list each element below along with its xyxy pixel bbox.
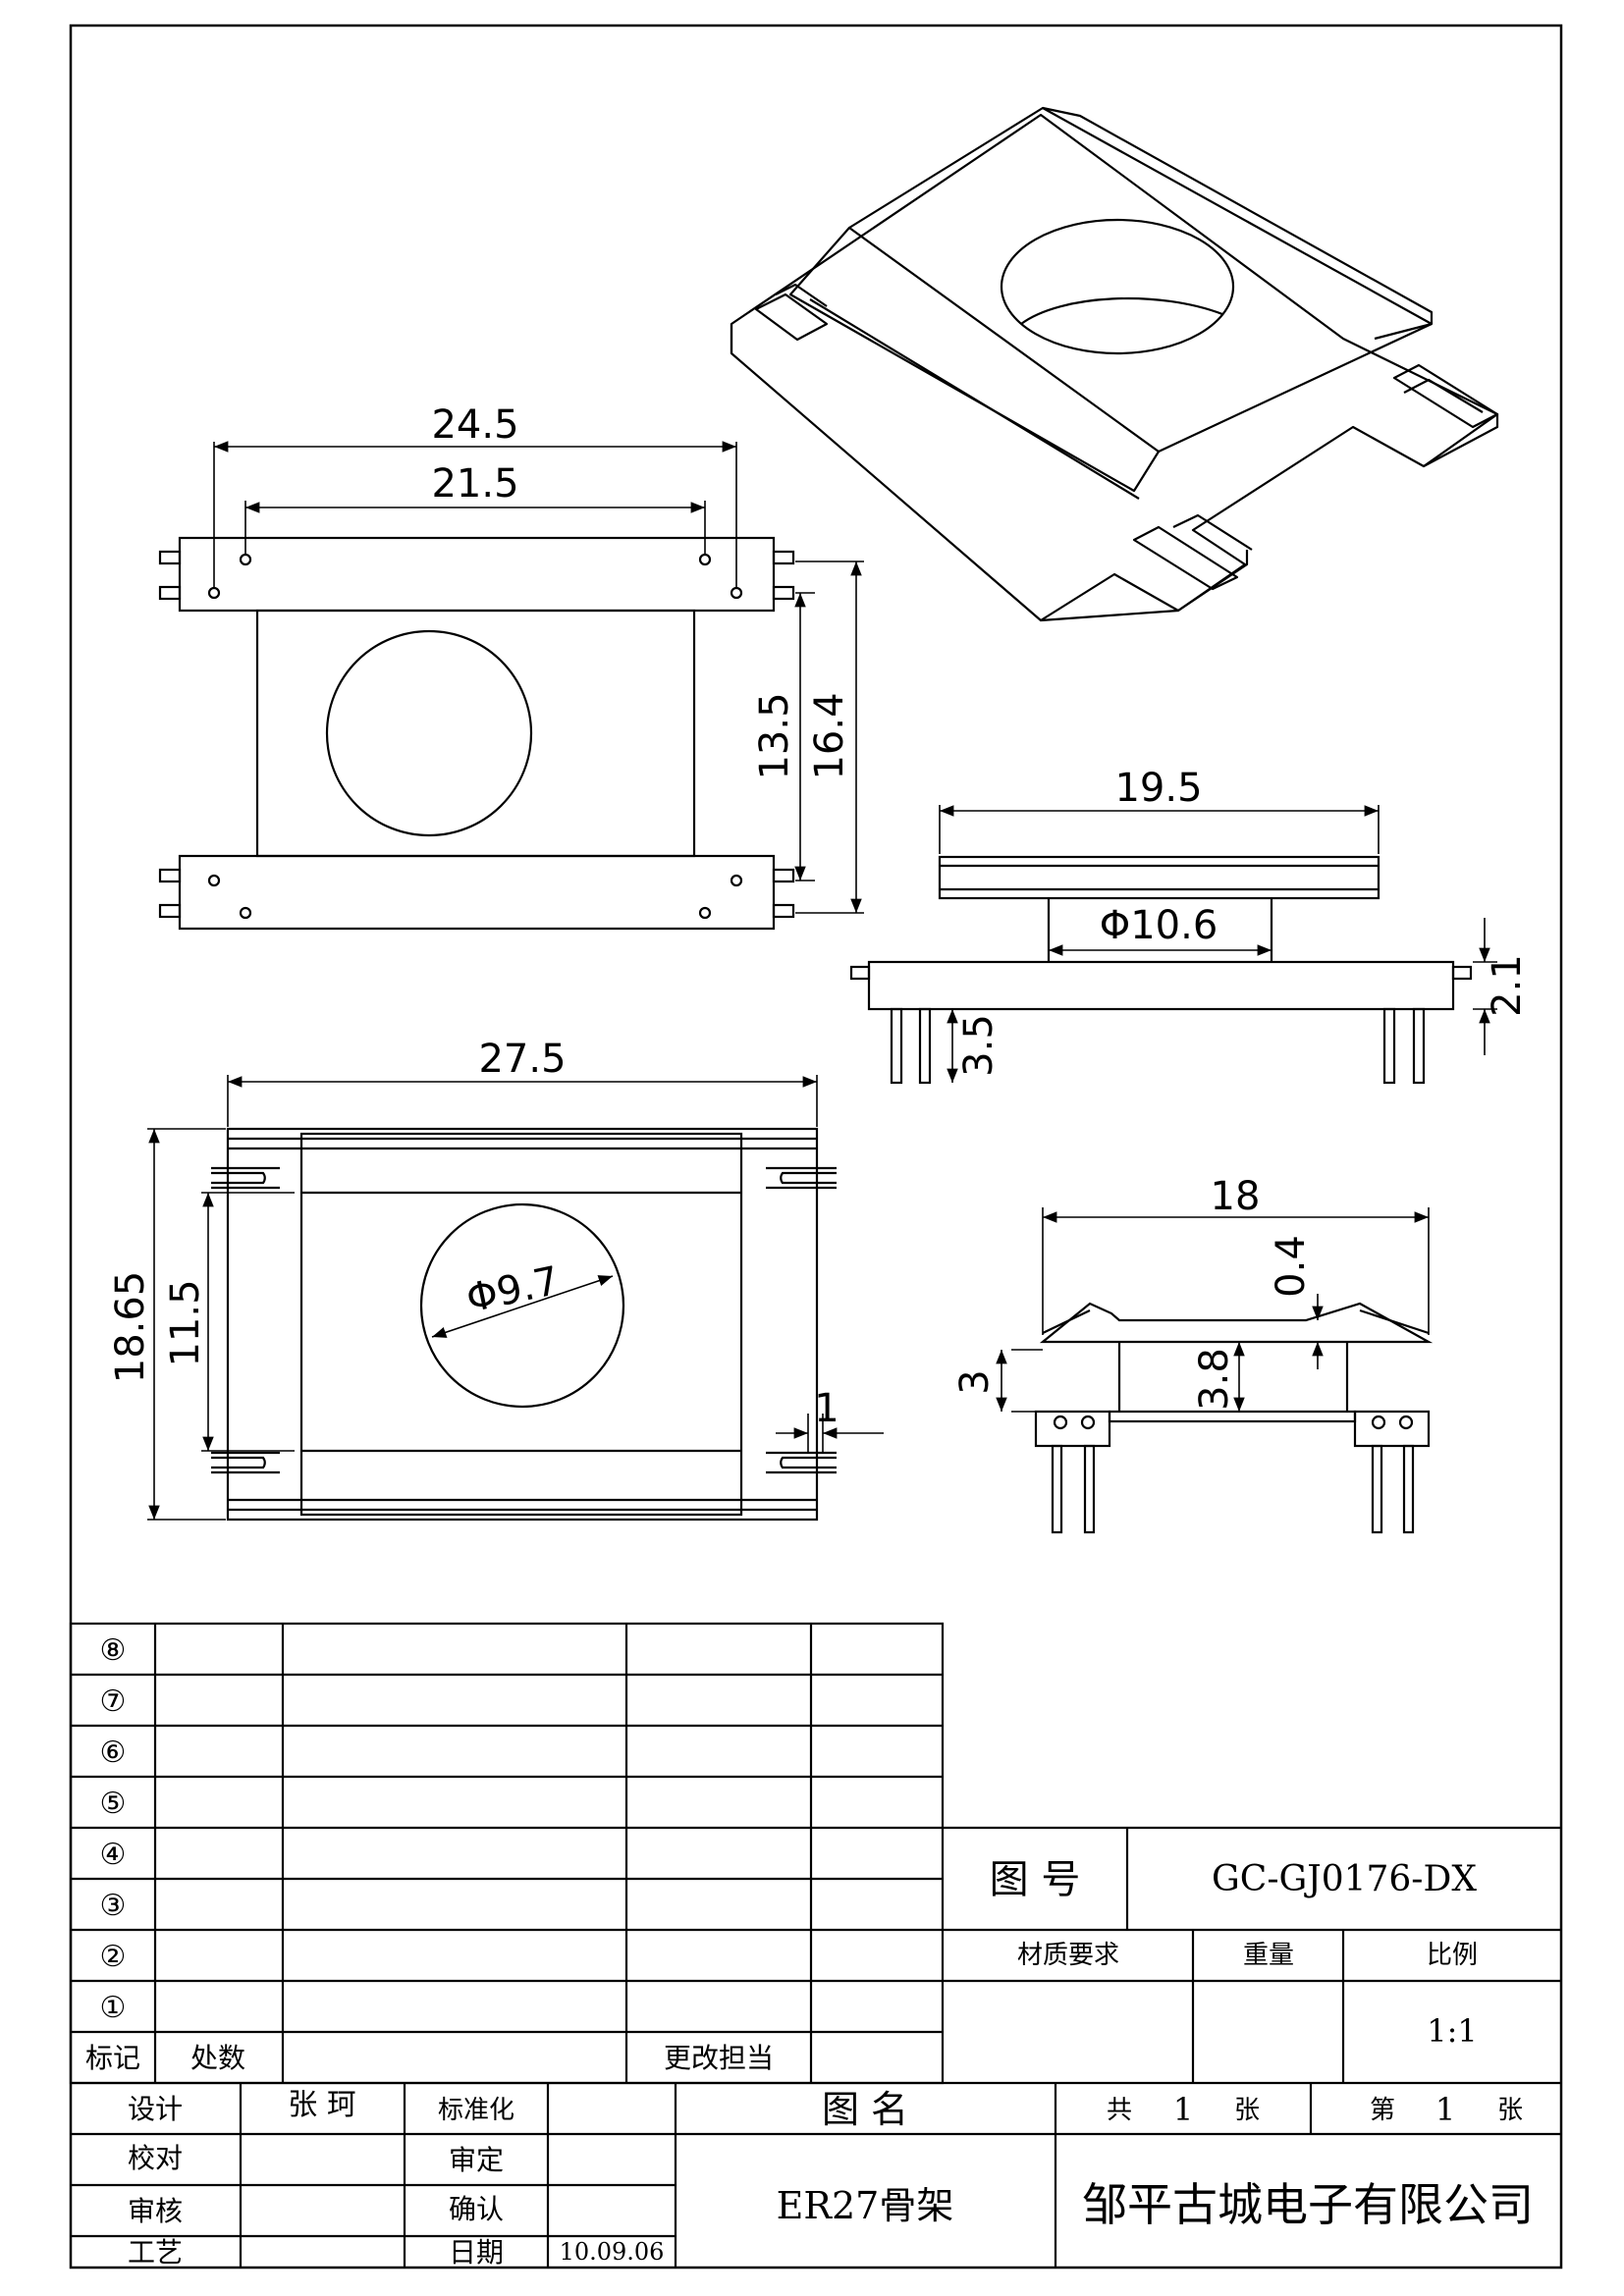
dim-bottom-bore: Φ9.7 bbox=[462, 1258, 564, 1322]
side-view-dims bbox=[939, 805, 1497, 1083]
date-label: 日期 bbox=[449, 2236, 504, 2269]
sheet-border bbox=[69, 24, 1563, 2269]
total-label: 共 bbox=[1107, 2096, 1132, 2125]
isometric-view bbox=[730, 106, 1499, 622]
revision-row-5: ⑤ bbox=[100, 1787, 127, 1821]
date-value: 10.09.06 bbox=[560, 2238, 665, 2266]
dim-front-core: 3.8 bbox=[1192, 1348, 1237, 1411]
dim-front-width: 18 bbox=[1211, 1174, 1261, 1219]
dim-side-width: 19.5 bbox=[1114, 766, 1202, 811]
material-label: 材质要求 bbox=[1017, 1941, 1119, 1970]
bottom-view-dims bbox=[147, 1075, 884, 1521]
revision-mark-label: 标记 bbox=[85, 2042, 140, 2074]
revision-place-label: 处数 bbox=[190, 2042, 245, 2074]
dim-bottom-slot: 1 bbox=[814, 1386, 839, 1431]
process-label: 工艺 bbox=[128, 2236, 183, 2269]
revision-row-4: ④ bbox=[100, 1838, 127, 1872]
dim-top-inner-width: 21.5 bbox=[431, 461, 518, 507]
title-block-grid bbox=[71, 1826, 1561, 2268]
revision-row-6: ⑥ bbox=[100, 1735, 127, 1770]
dim-bottom-inner-height: 11.5 bbox=[163, 1279, 208, 1366]
dim-side-pin: 3.5 bbox=[956, 1014, 1001, 1077]
side-view bbox=[849, 855, 1473, 1085]
review-label: 审核 bbox=[128, 2195, 183, 2227]
revision-row-8: ⑧ bbox=[100, 1633, 127, 1668]
dim-bottom-width: 27.5 bbox=[478, 1037, 566, 1082]
top-view bbox=[158, 536, 795, 931]
dim-side-bore: Φ10.6 bbox=[1100, 903, 1218, 948]
part-name: ER27骨架 bbox=[777, 2184, 954, 2227]
revision-row-3: ③ bbox=[100, 1889, 127, 1923]
scale-label: 比例 bbox=[1427, 1941, 1478, 1970]
revision-row-7: ⑦ bbox=[100, 1684, 127, 1719]
dim-side-flange: 2.1 bbox=[1485, 954, 1530, 1017]
design-label: 设计 bbox=[128, 2093, 183, 2125]
revision-table-grid bbox=[69, 1622, 945, 2085]
check-label: 校对 bbox=[128, 2142, 183, 2174]
weight-label: 重量 bbox=[1243, 1941, 1294, 1970]
scale-value: 1:1 bbox=[1427, 2012, 1478, 2050]
name-label: 图 名 bbox=[822, 2088, 908, 2131]
front-view-dims bbox=[996, 1207, 1430, 1413]
sheet-label: 第 bbox=[1370, 2096, 1395, 2125]
dim-top-outer-width: 24.5 bbox=[431, 402, 518, 448]
dim-front-height: 3 bbox=[952, 1369, 998, 1394]
dim-front-lip: 0.4 bbox=[1269, 1235, 1314, 1298]
drawing-no-value: GC-GJ0176-DX bbox=[1212, 1859, 1477, 1899]
top-view-dims bbox=[213, 441, 864, 914]
designer-name: 张 珂 bbox=[288, 2088, 356, 2122]
dim-top-outer-height: 16.4 bbox=[807, 692, 852, 779]
standard-label: 标准化 bbox=[438, 2096, 514, 2125]
revision-row-1: ① bbox=[100, 1991, 127, 2025]
sheet-unit: 张 bbox=[1497, 2096, 1523, 2125]
approve-label: 审定 bbox=[449, 2144, 504, 2176]
revision-row-2: ② bbox=[100, 1940, 127, 1974]
company-name: 邹平古城电子有限公司 bbox=[1082, 2178, 1534, 2231]
sheet-value: 1 bbox=[1435, 2091, 1455, 2128]
confirm-label: 确认 bbox=[449, 2193, 504, 2225]
bottom-view bbox=[211, 1127, 837, 1522]
dim-top-inner-height: 13.5 bbox=[752, 692, 797, 779]
total-unit: 张 bbox=[1234, 2096, 1260, 2125]
total-value: 1 bbox=[1173, 2091, 1193, 2128]
dim-bottom-height: 18.65 bbox=[108, 1271, 153, 1384]
drawing-no-label: 图 号 bbox=[990, 1857, 1081, 1902]
front-view bbox=[1034, 1302, 1434, 1534]
revision-change-label: 更改担当 bbox=[664, 2042, 774, 2074]
